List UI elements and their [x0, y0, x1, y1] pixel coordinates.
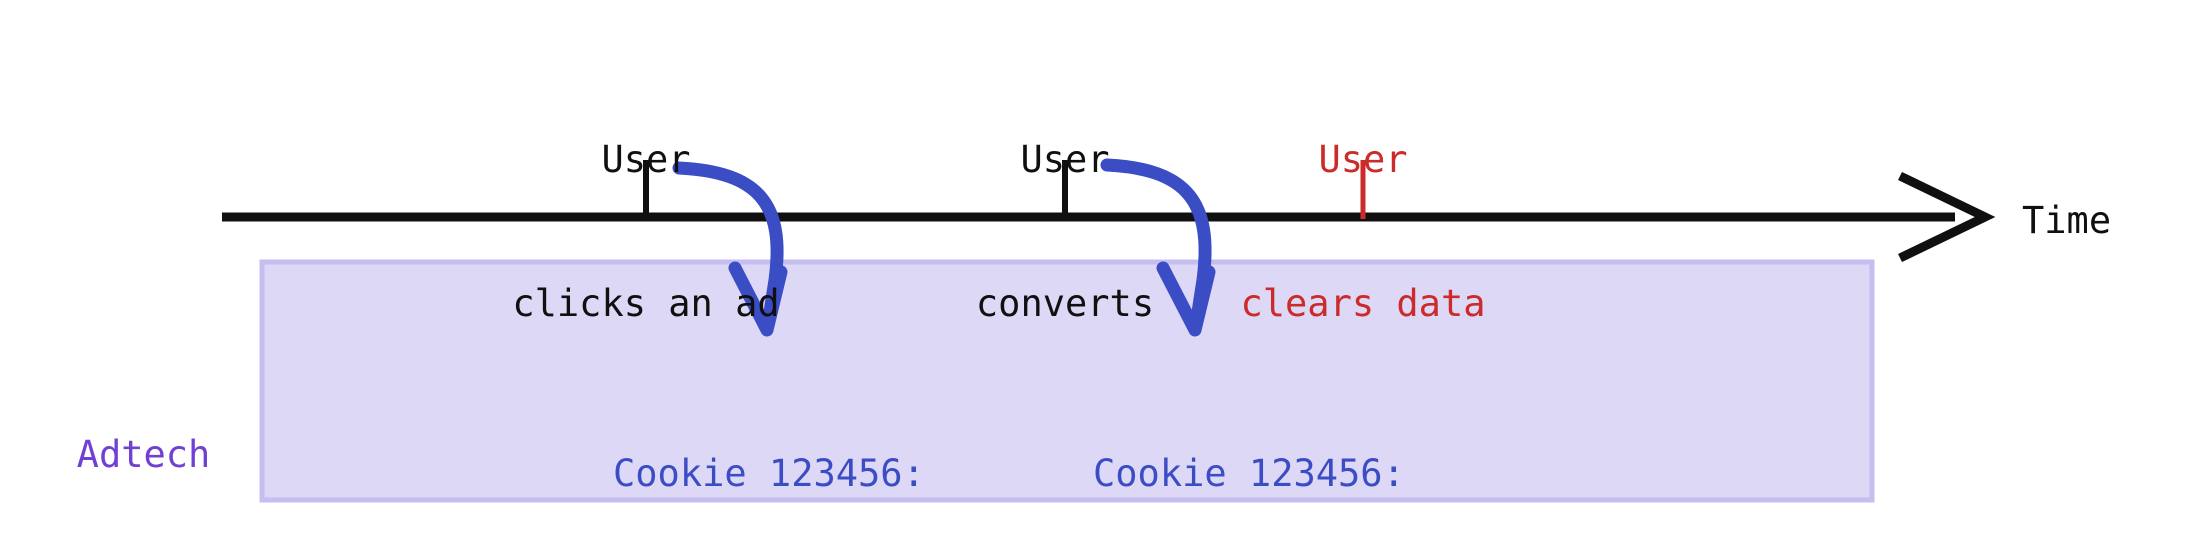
event-label-line2: clicks an ad: [512, 282, 780, 326]
arrow-convert-to-server: [1100, 158, 1212, 332]
server-record-line1: Cookie 123456:: [613, 451, 925, 495]
server-record-ad-clicked: Cookie 123456: Ad clicked: [613, 352, 925, 534]
adtech-server-box: [259, 259, 1875, 503]
event-label-line2: converts: [975, 282, 1155, 326]
adtech-server-label: Adtech server: [46, 333, 241, 534]
arrow-ad-click-head-icon: [728, 261, 788, 337]
event-label-user-clears-data: User clears data: [1183, 40, 1543, 425]
event-label-line1: User: [601, 138, 691, 182]
adtech-server-label-line1: Adtech: [76, 432, 211, 476]
event-label-user-converts: User converts: [845, 40, 1285, 425]
event-label-line1: User: [1318, 138, 1408, 182]
server-record-converted: Cookie 123456: Converted: [1093, 352, 1405, 534]
timeline-arrowhead-icon: [1898, 171, 1996, 263]
arrow-convert-head-icon: [1156, 261, 1216, 337]
event-label-line1: User: [1020, 138, 1110, 182]
server-record-line1: Cookie 123456:: [1093, 451, 1405, 495]
event-label-user-clicks-ad: User clicks an ad: [366, 40, 926, 425]
event-label-line2: clears data: [1240, 282, 1486, 326]
arrow-ad-click-to-server: [672, 161, 784, 332]
timeline-axis-label: Time: [2022, 199, 2112, 242]
